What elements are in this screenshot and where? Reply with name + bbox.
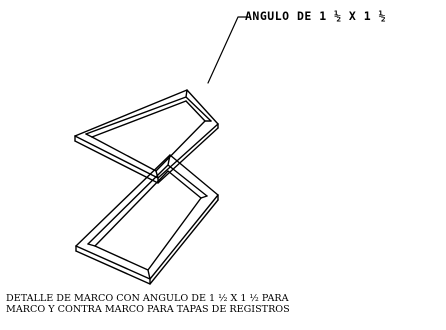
callout-leader-line [207, 16, 247, 84]
upper-frame [74, 89, 219, 184]
detail-caption: DETALLE DE MARCO CON ANGULO DE 1 ½ X 1 ½… [6, 293, 442, 315]
angle-callout-label: ANGULO DE 1 ½ X 1 ½ [245, 9, 387, 23]
lower-frame [75, 154, 219, 285]
caption-line-2: MARCO Y CONTRA MARCO PARA TAPAS DE REGIS… [6, 304, 290, 315]
caption-line-1: DETALLE DE MARCO CON ANGULO DE 1 ½ X 1 ½… [6, 293, 289, 304]
